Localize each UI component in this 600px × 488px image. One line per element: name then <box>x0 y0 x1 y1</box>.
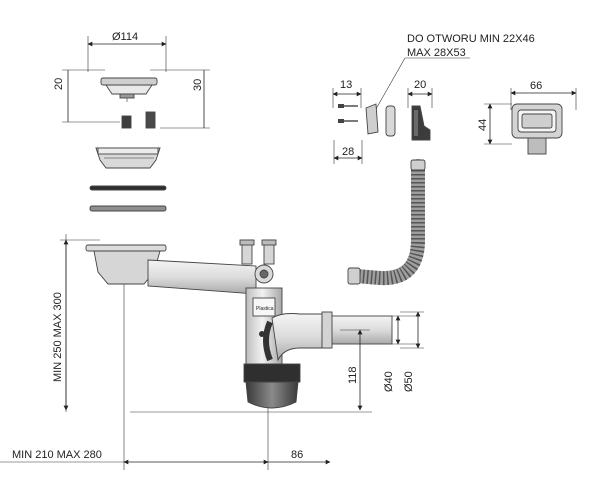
screw-detail: 13 28 <box>332 79 379 164</box>
overflow-note-line2: MAX 28X53 <box>407 47 466 59</box>
clip-width-label: 20 <box>414 79 426 91</box>
horizontal-span-label: MIN 210 MAX 280 <box>12 449 102 461</box>
screw-length-label: 28 <box>342 146 354 158</box>
overflow-height-label: 44 <box>477 119 489 131</box>
clip-detail: 20 <box>385 79 433 141</box>
brand-badge: Plastica <box>256 306 274 312</box>
outlet-offset-label: 86 <box>291 449 303 461</box>
outlet-height-label: 118 <box>347 366 359 384</box>
strainer-depth-left-label: 20 <box>53 78 65 90</box>
screw-width-label: 13 <box>340 79 352 91</box>
strainer-depth-right-label: 30 <box>192 79 204 91</box>
outlet-d40-label: Ø40 <box>383 371 395 392</box>
corrugated-hose <box>347 159 426 286</box>
overflow-box: 66 44 <box>477 80 577 155</box>
overflow-note: DO OTWORU MIN 22X46 MAX 28X53 <box>371 33 535 117</box>
main-assembly: Plastica MIN 250 MAX 300 118 Ø40 Ø50 MIN <box>0 234 424 470</box>
overflow-note-line1: DO OTWORU MIN 22X46 <box>407 33 535 45</box>
trap-height-label: MIN 250 MAX 300 <box>52 292 64 382</box>
overflow-width-label: 66 <box>530 80 542 92</box>
strainer-view: Ø114 20 30 <box>53 31 210 212</box>
outlet-d50-label: Ø50 <box>403 371 415 392</box>
strainer-diameter-label: Ø114 <box>112 31 138 43</box>
